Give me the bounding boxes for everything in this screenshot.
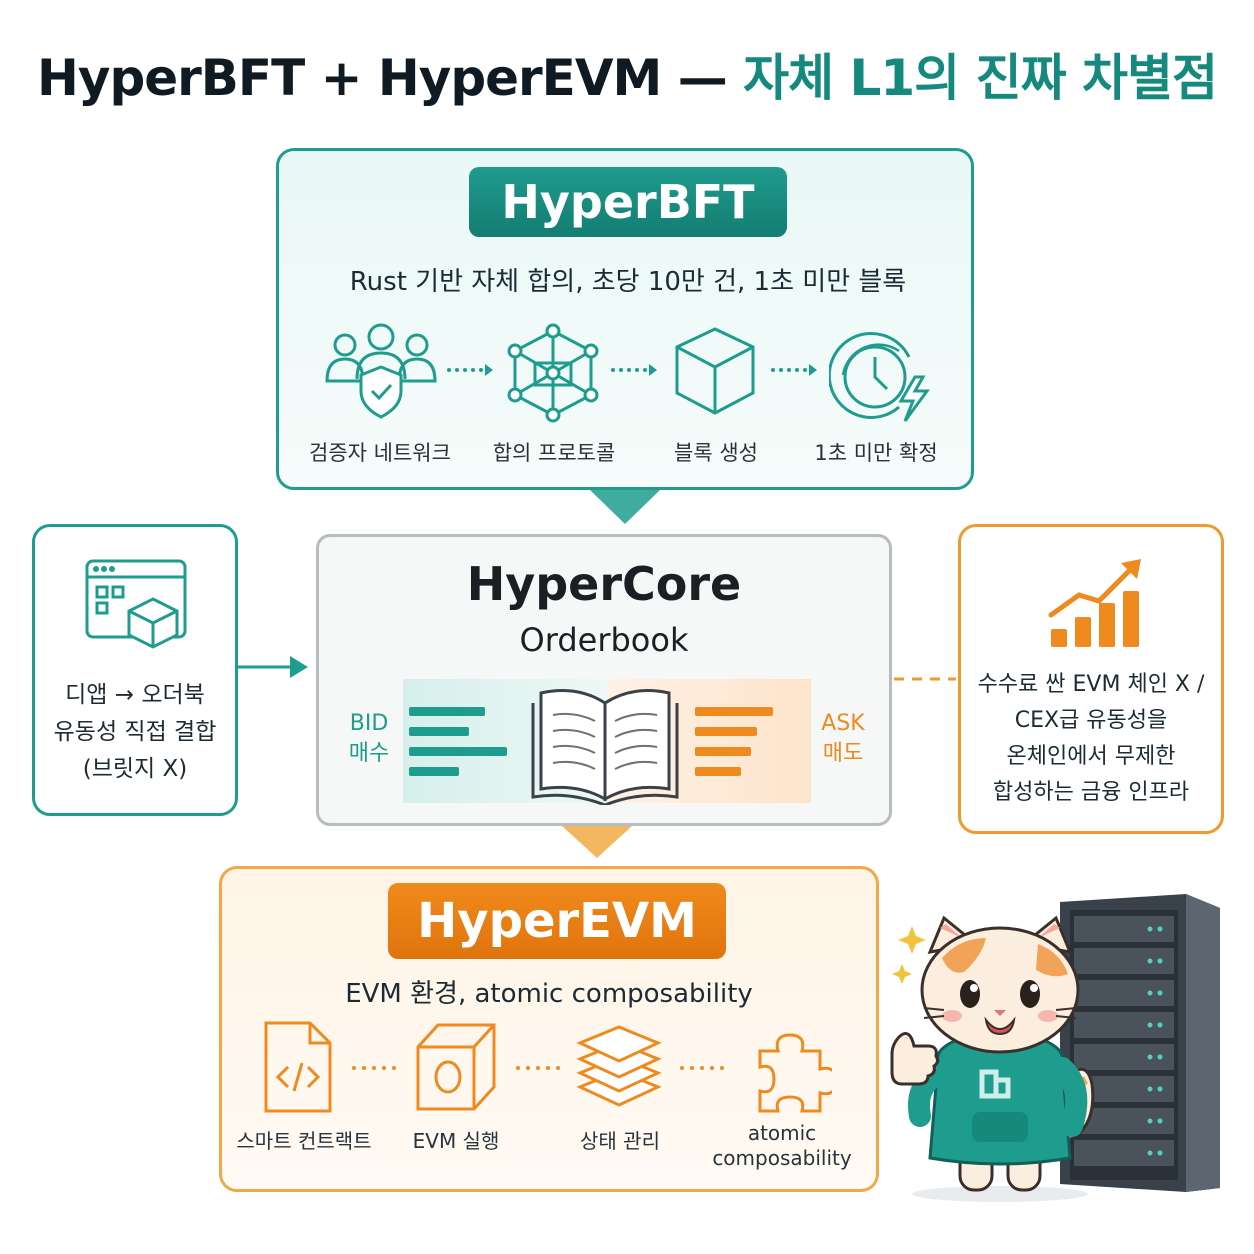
step-label-evm-exec: EVM 실행	[412, 1129, 500, 1153]
bft-to-core-pointer	[590, 490, 660, 524]
page-title: HyperBFT + HyperEVM — 자체 L1의 진짜 차별점	[0, 38, 1254, 110]
step-label-validators: 검증자 네트워크	[309, 441, 451, 465]
step-label-state: 상태 관리	[580, 1129, 660, 1153]
step-label-atomic-1: atomic	[747, 1121, 817, 1145]
step-label-atomic: atomic composability	[712, 1121, 852, 1171]
evm-dots-3	[680, 1066, 724, 1070]
bid-label-en: BID	[349, 711, 389, 736]
cat-mascot-icon	[890, 915, 1095, 1202]
evm-dots-2	[516, 1066, 560, 1070]
step-label-finality: 1초 미만 확정	[814, 441, 938, 465]
validator-network-icon	[325, 323, 437, 419]
ask-label: ASK 매도	[813, 709, 873, 769]
puzzle-icon	[758, 1033, 832, 1113]
growth-chart-icon	[1048, 559, 1141, 647]
dapp-to-core-arrow	[238, 656, 308, 678]
cube-icon	[675, 327, 755, 415]
step-label-smart-contract: 스마트 컨트랙트	[236, 1129, 372, 1153]
server-rack-icon	[1060, 894, 1220, 1192]
arrow-3-4	[771, 364, 817, 376]
infra-panel-text: 수수료 싼 EVM 체인 X / CEX급 유동성을 온체인에서 무제한 합성하…	[961, 667, 1221, 811]
step-label-block: 블록 생성	[674, 441, 758, 465]
ask-label-en: ASK	[821, 711, 865, 736]
infra-panel: 수수료 싼 EVM 체인 X / CEX급 유동성을 온체인에서 무제한 합성하…	[958, 524, 1224, 834]
core-to-infra-connector	[894, 677, 956, 681]
infra-line3: 온체인에서 무제한	[1006, 744, 1176, 769]
evm-dots-1	[352, 1066, 396, 1070]
infra-line1: 수수료 싼 EVM 체인 X /	[977, 672, 1205, 697]
evm-cube-icon	[416, 1023, 496, 1111]
infra-line2: CEX급 유동성을	[1014, 708, 1168, 733]
hyperbft-panel: HyperBFT Rust 기반 자체 합의, 초당 10만 건, 1초 미만 …	[276, 148, 974, 490]
hypercore-title: HyperCore	[466, 557, 742, 611]
hypercore-panel: HyperCore Orderbook	[316, 534, 892, 826]
arrow-1-2	[447, 364, 493, 376]
step-label-consensus: 합의 프로토콜	[492, 441, 616, 465]
dapp-window-icon	[85, 559, 187, 649]
hyperevm-panel: HyperEVM EVM 환경, atomic composability	[219, 866, 879, 1192]
bid-label: BID 매수	[339, 709, 399, 769]
infra-line4: 합성하는 금융 인프라	[992, 780, 1190, 805]
title-part2: 자체 L1의 진짜 차별점	[743, 49, 1218, 107]
dapp-line2: 유동성 직접 결합	[53, 719, 217, 745]
core-to-evm-pointer	[562, 826, 632, 858]
hyperevm-badge: HyperEVM	[388, 883, 726, 959]
hyperevm-subtitle: EVM 환경, atomic composability	[345, 979, 753, 1009]
bid-label-kr: 매수	[348, 741, 390, 766]
step-label-atomic-2: composability	[712, 1146, 852, 1170]
hyperbft-subtitle: Rust 기반 자체 합의, 초당 10만 건, 1초 미만 블록	[349, 267, 907, 297]
layers-icon	[576, 1025, 662, 1107]
dapp-panel: 디앱 → 오더북 유동성 직접 결합 (브릿지 X)	[32, 524, 238, 816]
arrow-2-3	[611, 364, 657, 376]
code-file-icon	[264, 1021, 332, 1113]
orderbook-visual	[403, 679, 811, 805]
dapp-line1: 디앱 → 오더북	[65, 682, 205, 708]
title-part1: HyperBFT + HyperEVM —	[37, 49, 744, 107]
ask-label-kr: 매도	[822, 741, 864, 766]
hypercore-subtitle: Orderbook	[519, 621, 689, 659]
fast-clock-icon	[829, 331, 930, 422]
dapp-panel-text: 디앱 → 오더북 유동성 직접 결합 (브릿지 X)	[35, 677, 235, 788]
hyperbft-badge: HyperBFT	[469, 167, 787, 237]
open-book-icon	[531, 689, 679, 805]
consensus-graph-icon	[507, 323, 599, 423]
dapp-line3: (브릿지 X)	[82, 756, 188, 782]
